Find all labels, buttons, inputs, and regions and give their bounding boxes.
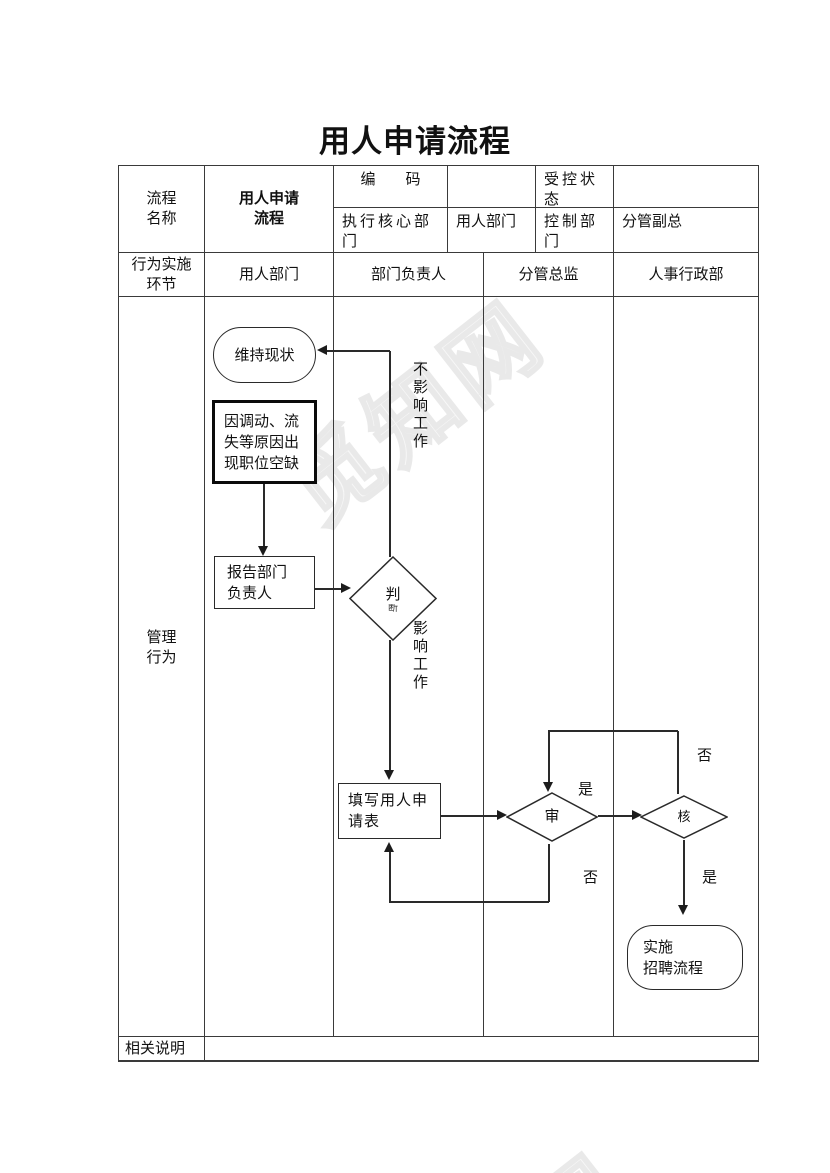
cell-control-dept-value: 分管副总: [613, 207, 759, 253]
cell-notes-value: [204, 1036, 759, 1062]
node-implement-recruitment: 实施 招聘流程: [627, 925, 743, 990]
label-no-impact: 不影响工作: [412, 361, 428, 450]
connector-to-maintain: [327, 350, 390, 352]
connector-review-no-across: [389, 901, 549, 903]
management-action-text: 管理 行为: [146, 628, 177, 666]
decision-judge: 判 断: [349, 556, 437, 641]
decision-review-text: 审: [544, 808, 560, 825]
lane-header-hr-admin: 人事行政部: [613, 252, 759, 297]
cell-control-dept-label: 控制部 门: [535, 207, 614, 253]
arrowhead-into-review: [497, 810, 507, 820]
decision-judge-text: 判: [385, 585, 401, 603]
connector-judge-fillform: [389, 640, 391, 770]
cell-controlled-state-value: [613, 165, 759, 208]
cell-process-name-label: 流程 名称: [118, 165, 205, 253]
cell-management-action-label: 管理 行为: [118, 296, 205, 1037]
connector-review-no-up: [389, 852, 391, 902]
decision-judge-shape: [349, 556, 437, 641]
node-vacancy-start: 因调动、流 失等原因出 现职位空缺: [212, 400, 317, 484]
arrowhead-into-report: [258, 546, 268, 556]
cell-process-name-value: 用人申请 流程: [204, 165, 334, 253]
node-report-manager: 报告部门 负责人: [214, 556, 315, 609]
label-impact: 影响工作: [412, 620, 428, 691]
lane-header-user-dept: 用人部门: [204, 252, 334, 297]
cell-controlled-state-label: 受控状 态: [535, 165, 614, 208]
decision-verify-shape: [640, 795, 728, 839]
watermark-bottom: 觅知网: [341, 1118, 653, 1173]
arrowhead-into-fillform-bottom: [384, 842, 394, 852]
connector-verify-no-across: [548, 730, 678, 732]
label-yes-review: 是: [578, 781, 594, 798]
connector-verify-no-down: [548, 731, 550, 782]
connector-fillform-review: [441, 815, 497, 817]
decision-judge-text-clipped: 断: [388, 603, 398, 612]
connector-vacancy-report: [263, 484, 265, 546]
arrowhead-into-review-top: [543, 782, 553, 792]
lane-dept-manager: [333, 296, 484, 1037]
connector-review-no-down: [548, 844, 550, 902]
cell-lane-row-label: 行为实施 环节: [118, 252, 205, 297]
cell-code-label: 编 码: [333, 165, 448, 208]
label-yes-verify: 是: [702, 869, 718, 886]
arrowhead-into-fillform: [384, 770, 394, 780]
arrowhead-into-judge: [341, 583, 351, 593]
lane-director: [483, 296, 614, 1037]
cell-code-value: [447, 165, 536, 208]
connector-judge-up: [389, 351, 391, 557]
connector-verify-no-up: [677, 731, 679, 794]
cell-exec-core-dept-value: 用人部门: [447, 207, 536, 253]
cell-notes-label: 相关说明: [118, 1036, 205, 1062]
decision-verify: 核: [640, 795, 728, 839]
connector-verify-implement: [683, 840, 685, 905]
arrowhead-into-verify: [632, 810, 642, 820]
decision-review: 审: [506, 792, 598, 842]
decision-review-shape: [506, 792, 598, 842]
connector-report-judge: [315, 588, 341, 590]
page-title: 用人申请流程: [319, 124, 511, 159]
node-fill-application-form: 填写用人申 请表: [338, 783, 441, 839]
arrowhead-into-implement: [678, 905, 688, 915]
cell-exec-core-dept-label: 执行核心部 门: [333, 207, 448, 253]
lane-header-dept-manager: 部门负责人: [333, 252, 484, 297]
label-no-review: 否: [583, 869, 599, 886]
connector-review-verify: [598, 815, 632, 817]
node-maintain-status: 维持现状: [213, 327, 316, 383]
lane-header-director: 分管总监: [483, 252, 614, 297]
label-no-verify: 否: [697, 747, 713, 764]
decision-verify-text: 核: [677, 809, 691, 824]
arrowhead-into-maintain: [317, 345, 327, 355]
